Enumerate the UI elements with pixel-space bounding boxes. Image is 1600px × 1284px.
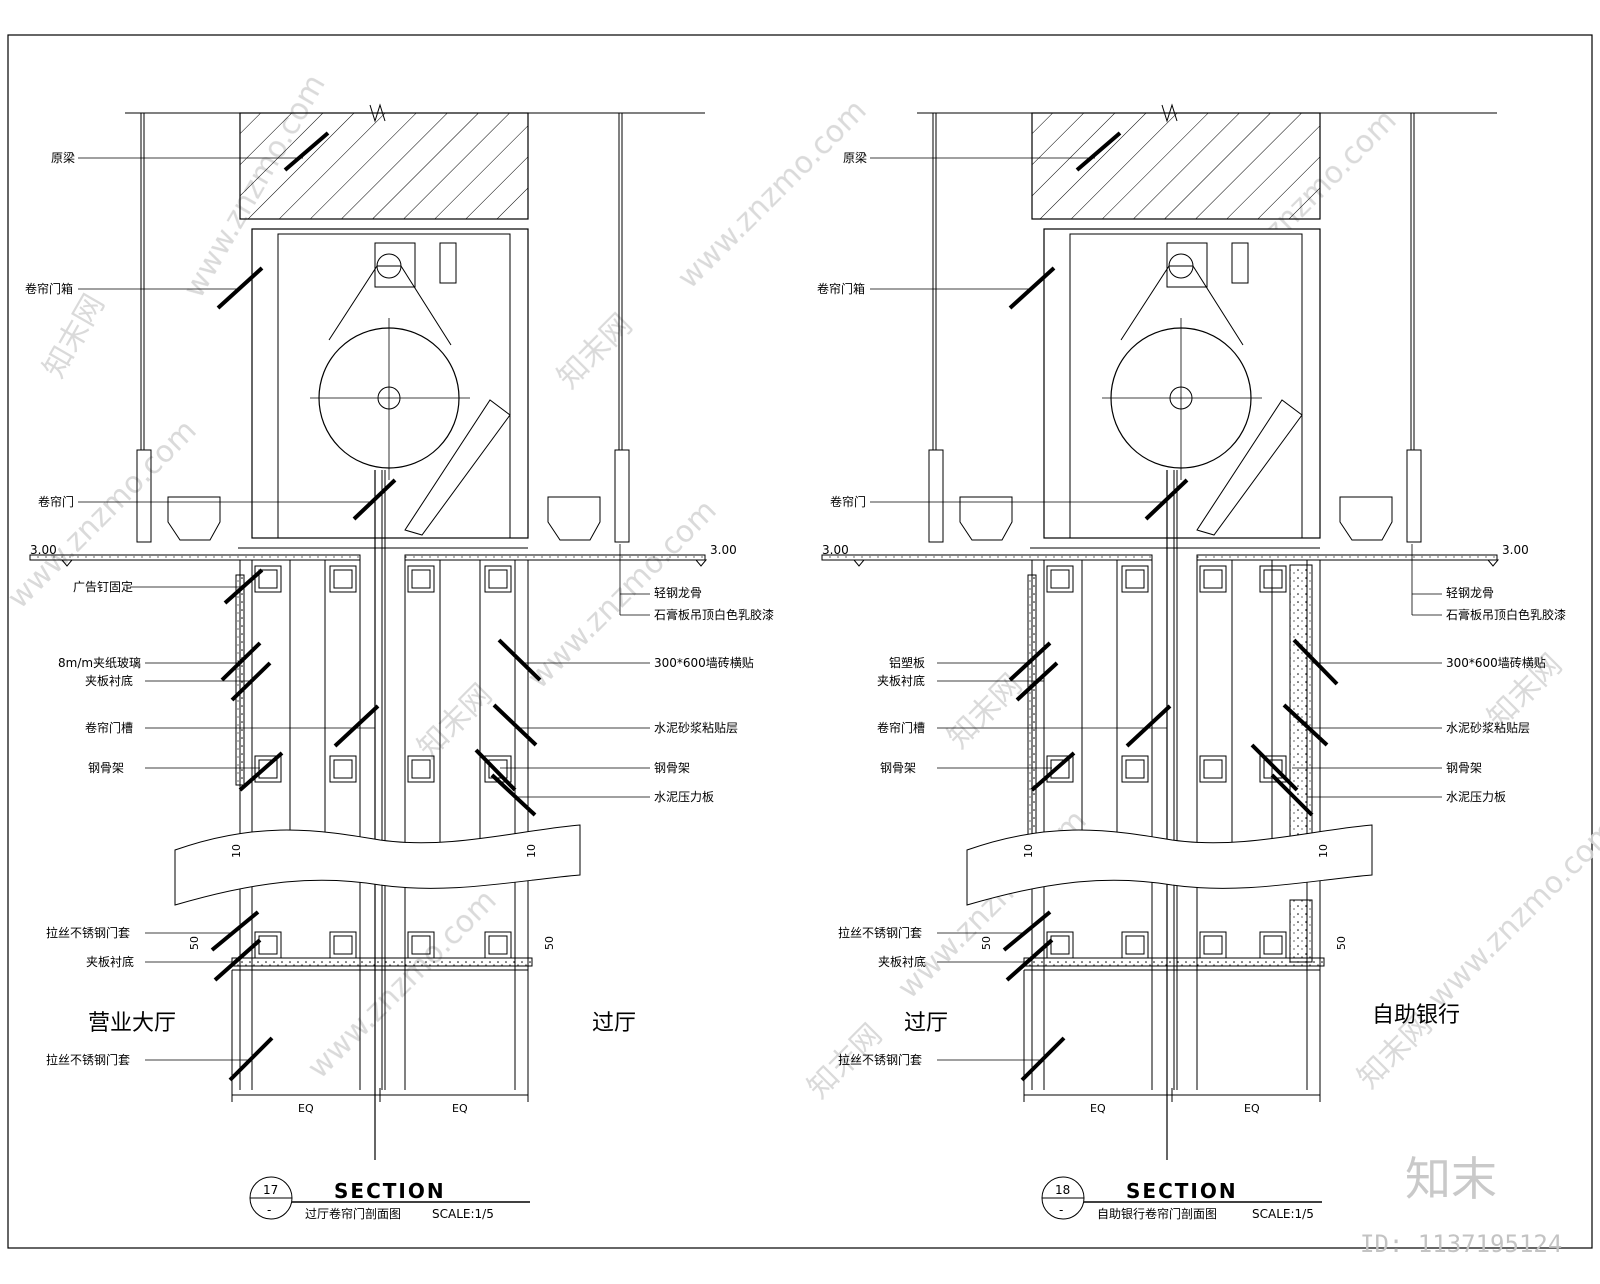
label-roller-box-18: 卷帘门箱 xyxy=(817,281,865,296)
label-cement-board: 水泥压力板 xyxy=(654,790,714,804)
watermark-8: www.znzmo.com xyxy=(301,883,504,1086)
dim-50-right-1: 50 xyxy=(980,936,993,950)
label-original-beam: 原梁 xyxy=(51,150,75,165)
dim-10-left-1: 10 xyxy=(230,844,243,858)
level-mark-left: 3.00 xyxy=(30,543,57,557)
label-door-track-18: 卷帘门槽 xyxy=(877,720,925,735)
label-stainless-trim-2: 拉丝不锈钢门套 xyxy=(46,1052,130,1067)
label-steel-frame-r: 钢骨架 xyxy=(654,761,690,775)
label-light-steel-keel: 轻钢龙骨 xyxy=(654,586,702,600)
dim-50-left-2: 50 xyxy=(543,936,556,950)
label-steel-frame-r-18: 钢骨架 xyxy=(1446,761,1482,775)
label-wall-tile-18: 300*600墙砖横贴 xyxy=(1446,655,1546,670)
watermark-15: www.znzmo.com xyxy=(1421,813,1600,1016)
label-wall-tile: 300*600墙砖横贴 xyxy=(654,655,754,670)
dim-eq-left-2: EQ xyxy=(452,1102,468,1115)
level-mark-right-18: 3.00 xyxy=(1502,543,1529,557)
dim-eq-right-1: EQ xyxy=(1090,1102,1106,1115)
label-plywood-backing: 夹板衬底 xyxy=(85,673,133,688)
label-steel-frame-18: 钢骨架 xyxy=(880,761,916,775)
label-laminated-glass: 8m/m夹纸玻璃 xyxy=(58,656,141,670)
section-number-18: 18 xyxy=(1055,1183,1070,1197)
dim-50-left-1: 50 xyxy=(188,936,201,950)
label-stainless-trim-18: 拉丝不锈钢门套 xyxy=(838,925,922,940)
label-aluminum-panel-18: 铝塑板 xyxy=(889,655,925,670)
room-right-17: 过厅 xyxy=(592,1011,636,1036)
section-17: 3.00 3.00 xyxy=(25,103,774,1221)
dim-10-left-2: 10 xyxy=(525,844,538,858)
sheet-border xyxy=(7,34,1593,1249)
beam-18 xyxy=(1031,112,1321,220)
brand-logo-text: 知末 xyxy=(1405,1152,1497,1206)
dim-10-right-1: 10 xyxy=(1022,844,1035,858)
watermark-3: 知末网 xyxy=(551,307,639,395)
label-original-beam-18: 原梁 xyxy=(843,150,867,165)
roller-box-18 xyxy=(1043,228,1321,539)
label-roller-door-18: 卷帘门 xyxy=(830,494,866,509)
room-left-18: 过厅 xyxy=(904,1011,948,1036)
label-roller-box: 卷帘门箱 xyxy=(25,281,73,296)
label-cement-board-18: 水泥压力板 xyxy=(1446,790,1506,804)
level-mark-right: 3.00 xyxy=(710,543,737,557)
section-sub-17: - xyxy=(267,1203,271,1217)
label-mortar-18: 水泥砂浆粘贴层 xyxy=(1446,720,1530,735)
watermark-1: 知末网 xyxy=(37,289,112,384)
section-scale-18: SCALE:1/5 xyxy=(1252,1207,1314,1221)
section-title-18: SECTION xyxy=(1126,1179,1238,1203)
section-sub-18: - xyxy=(1059,1203,1063,1217)
section-subtitle-17: 过厅卷帘门剖面图 xyxy=(305,1206,401,1221)
beam xyxy=(239,112,529,220)
dim-eq-left-1: EQ xyxy=(298,1102,314,1115)
dim-10-right-2: 10 xyxy=(1317,844,1330,858)
watermark-4: www.znzmo.com xyxy=(671,93,874,296)
section-scale-17: SCALE:1/5 xyxy=(432,1207,494,1221)
section-18: 3.00 3.00 xyxy=(817,103,1566,1221)
section-title-17: SECTION xyxy=(334,1179,446,1203)
watermark-13: 知末网 xyxy=(941,667,1029,755)
dim-eq-right-2: EQ xyxy=(1244,1102,1260,1115)
roller-box xyxy=(251,228,529,539)
room-left-17: 营业大厅 xyxy=(88,1011,176,1036)
label-gypsum-ceiling: 石膏板吊顶白色乳胶漆 xyxy=(654,607,774,622)
label-ad-nail: 广告钉固定 xyxy=(73,579,133,594)
label-mortar: 水泥砂浆粘贴层 xyxy=(654,720,738,735)
label-stainless-trim-2-18: 拉丝不锈钢门套 xyxy=(838,1052,922,1067)
section-subtitle-18: 自助银行卷帘门剖面图 xyxy=(1097,1206,1217,1221)
section-number-17: 17 xyxy=(263,1183,278,1197)
label-plywood-backing-2: 夹板衬底 xyxy=(86,954,134,969)
watermark-6: 知末网 xyxy=(411,677,499,765)
label-door-track: 卷帘门槽 xyxy=(85,720,133,735)
image-id: ID: 1137195124 xyxy=(1360,1230,1562,1258)
label-stainless-trim: 拉丝不锈钢门套 xyxy=(46,925,130,940)
label-roller-door: 卷帘门 xyxy=(38,494,74,509)
level-mark-left-18: 3.00 xyxy=(822,543,849,557)
label-plywood-backing-2-18: 夹板衬底 xyxy=(878,954,926,969)
label-light-steel-keel-18: 轻钢龙骨 xyxy=(1446,586,1494,600)
label-gypsum-ceiling-18: 石膏板吊顶白色乳胶漆 xyxy=(1446,607,1566,622)
room-right-18: 自助银行 xyxy=(1372,1003,1460,1028)
label-plywood-backing-18: 夹板衬底 xyxy=(877,673,925,688)
dim-50-right-2: 50 xyxy=(1335,936,1348,950)
label-steel-frame: 钢骨架 xyxy=(88,761,124,775)
